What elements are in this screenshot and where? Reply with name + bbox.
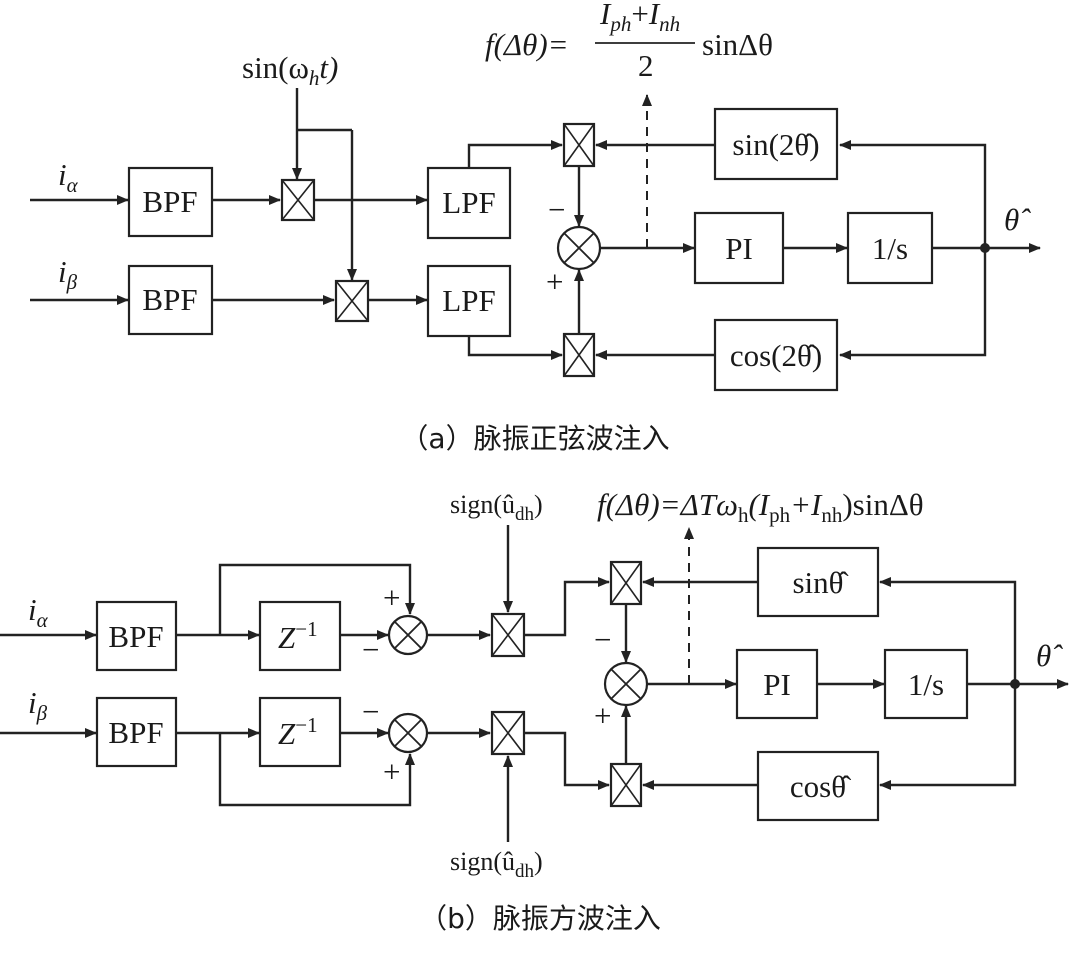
sign-plus-a: +	[546, 264, 563, 299]
svg-text:sinθ̂: sinθ̂	[792, 565, 848, 600]
caption-b: （b）脉振方波注入	[419, 902, 661, 935]
integrator-a	[846, 211, 934, 285]
delay-block-alpha	[258, 600, 342, 672]
svg-text:Z−1: Z−1	[278, 713, 318, 751]
summing-junction-b	[603, 661, 649, 707]
cos-feedback-b	[756, 750, 880, 822]
input-alpha-b: iα	[28, 592, 49, 632]
svg-text:+: +	[383, 580, 400, 615]
integrator-b	[883, 648, 969, 720]
input-beta-b: iβ	[28, 685, 48, 725]
output-theta-a: θ̂	[1004, 202, 1031, 237]
multiplier-beta-a	[334, 279, 370, 323]
svg-text:f(Δθ)=: f(Δθ)=	[485, 27, 569, 62]
pi-controller-b	[735, 648, 819, 720]
multiplier-sin-a	[562, 122, 596, 168]
svg-text:BPF: BPF	[108, 715, 163, 750]
svg-text:sinΔθ: sinΔθ	[702, 27, 773, 62]
multiplier-cos-b	[609, 762, 643, 808]
sign-label-bottom: sign(ûdh)	[450, 847, 543, 882]
pi-label: PI	[725, 231, 753, 266]
integrator-label: 1/s	[872, 231, 908, 266]
lpf-block-alpha-a	[426, 166, 512, 240]
bpf-label: BPF	[142, 184, 197, 219]
svg-text:−: −	[362, 694, 379, 729]
svg-text:2: 2	[638, 48, 654, 83]
bpf-block-alpha-b	[95, 600, 178, 672]
sign-label-top: sign(ûdh)	[450, 490, 543, 525]
sin-feedback-a	[713, 107, 839, 181]
sin-feedback-b	[756, 546, 880, 618]
svg-text:cos(2θ̂): cos(2θ̂)	[730, 338, 822, 373]
subtract-junction-alpha	[387, 614, 429, 656]
carrier-label-a: sin(ωht)	[242, 50, 338, 90]
svg-text:cosθ̂: cosθ̂	[790, 769, 851, 804]
svg-text:BPF: BPF	[108, 619, 163, 654]
multiplier-sign-alpha	[490, 612, 526, 658]
lpf-label: LPF	[442, 185, 495, 220]
cos-feedback-a	[713, 318, 839, 392]
multiplier-cos-a	[562, 332, 596, 378]
bpf-block-alpha-a	[127, 166, 214, 238]
svg-text:Z−1: Z−1	[278, 617, 318, 655]
multiplier-alpha-a	[280, 178, 316, 222]
error-formula-b: f(Δθ)=ΔTωh(Iph+Inh)sinΔθ	[597, 487, 924, 527]
caption-a: （a）脉振正弦波注入	[400, 422, 669, 455]
sign-minus-a: −	[548, 192, 565, 227]
svg-text:−: −	[362, 632, 379, 667]
subtract-junction-beta	[387, 712, 429, 754]
svg-text:−: −	[594, 622, 611, 657]
delay-block-beta	[258, 696, 342, 768]
input-alpha-a: iα	[58, 157, 79, 197]
output-theta-b: θ̂	[1036, 638, 1063, 673]
lpf-label: LPF	[442, 283, 495, 318]
svg-text:sin(2θ̂): sin(2θ̂)	[732, 127, 819, 162]
svg-text:+: +	[383, 754, 400, 789]
svg-text:PI: PI	[763, 667, 791, 702]
diagram-a: iα iβ BPF BPF sin(ωht) LPF	[30, 0, 1041, 455]
multiplier-sin-b	[609, 560, 643, 606]
svg-text:+: +	[594, 698, 611, 733]
svg-text:Iph+Inh: Iph+Inh	[599, 0, 680, 36]
diagram-b: iα iβ BPF BPF Z−1 Z−1 + − −	[0, 487, 1069, 935]
summing-junction-a	[556, 225, 602, 271]
svg-text:1/s: 1/s	[908, 667, 944, 702]
input-beta-a: iβ	[58, 254, 78, 294]
multiplier-sign-beta	[490, 710, 526, 756]
bpf-label: BPF	[142, 282, 197, 317]
error-formula-a: f(Δθ)= Iph+Inh 2 sinΔθ	[485, 0, 773, 83]
